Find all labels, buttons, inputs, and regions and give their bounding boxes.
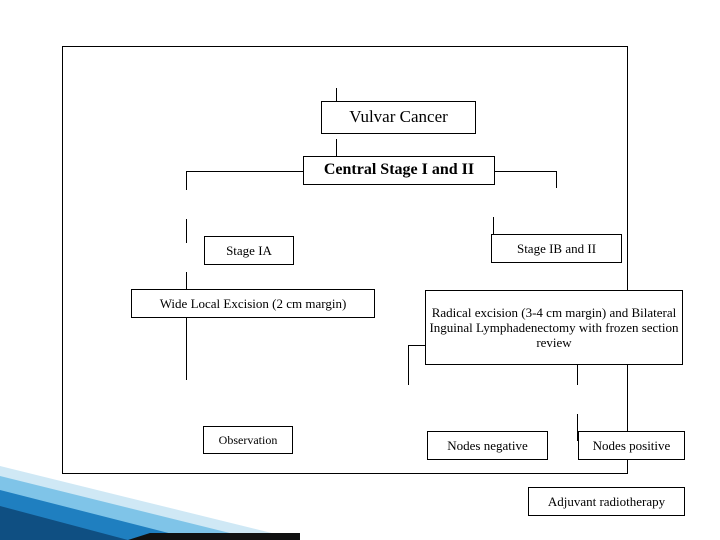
diagram-frame: Vulvar Cancer Central Stage I and II Sta… [62, 46, 685, 516]
node-wide-local-excision-label: Wide Local Excision (2 cm margin) [159, 295, 347, 311]
node-stage-ia[interactable]: Stage IA [204, 236, 294, 265]
node-nodes-positive[interactable]: Nodes positive [578, 431, 685, 460]
connector-to-nodes-negative [408, 345, 409, 385]
node-stage-ib-and-ii-label: Stage IB and II [516, 240, 597, 256]
connector-title-to-central [336, 88, 337, 110]
connector-to-nodes-positive [577, 345, 578, 385]
node-vulvar-cancer-label: Vulvar Cancer [349, 107, 448, 127]
node-nodes-negative-label: Nodes negative [447, 437, 528, 453]
connector-stageibii-to-radical [493, 217, 494, 244]
node-stage-ib-and-ii[interactable]: Stage IB and II [491, 234, 622, 263]
node-observation-label: Observation [218, 432, 278, 447]
node-vulvar-cancer[interactable]: Vulvar Cancer [321, 101, 476, 134]
node-central-stage-label: Central Stage I and II [323, 161, 475, 179]
connector-stageia-to-wle [186, 219, 187, 243]
node-nodes-negative[interactable]: Nodes negative [427, 431, 548, 460]
connector-wle-to-observation [186, 272, 187, 380]
connector-nodes-positive-to-adjuvant [577, 414, 578, 441]
node-radical-excision[interactable]: Radical excision (3-4 cm margin) and Bil… [425, 290, 683, 365]
node-adjuvant-radiotherapy-label: Adjuvant radiotherapy [547, 493, 666, 509]
node-observation[interactable]: Observation [203, 426, 293, 454]
node-stage-ia-label: Stage IA [226, 242, 272, 258]
node-central-stage-i-and-ii[interactable]: Central Stage I and II [303, 156, 495, 185]
connector-to-stage-ia [186, 171, 187, 190]
node-adjuvant-radiotherapy[interactable]: Adjuvant radiotherapy [528, 487, 685, 516]
node-nodes-positive-label: Nodes positive [592, 437, 671, 453]
connector-central-stem [336, 139, 337, 171]
connector-to-stage-ibii [556, 171, 557, 188]
node-wide-local-excision[interactable]: Wide Local Excision (2 cm margin) [131, 289, 375, 318]
node-radical-excision-label: Radical excision (3-4 cm margin) and Bil… [429, 304, 679, 351]
